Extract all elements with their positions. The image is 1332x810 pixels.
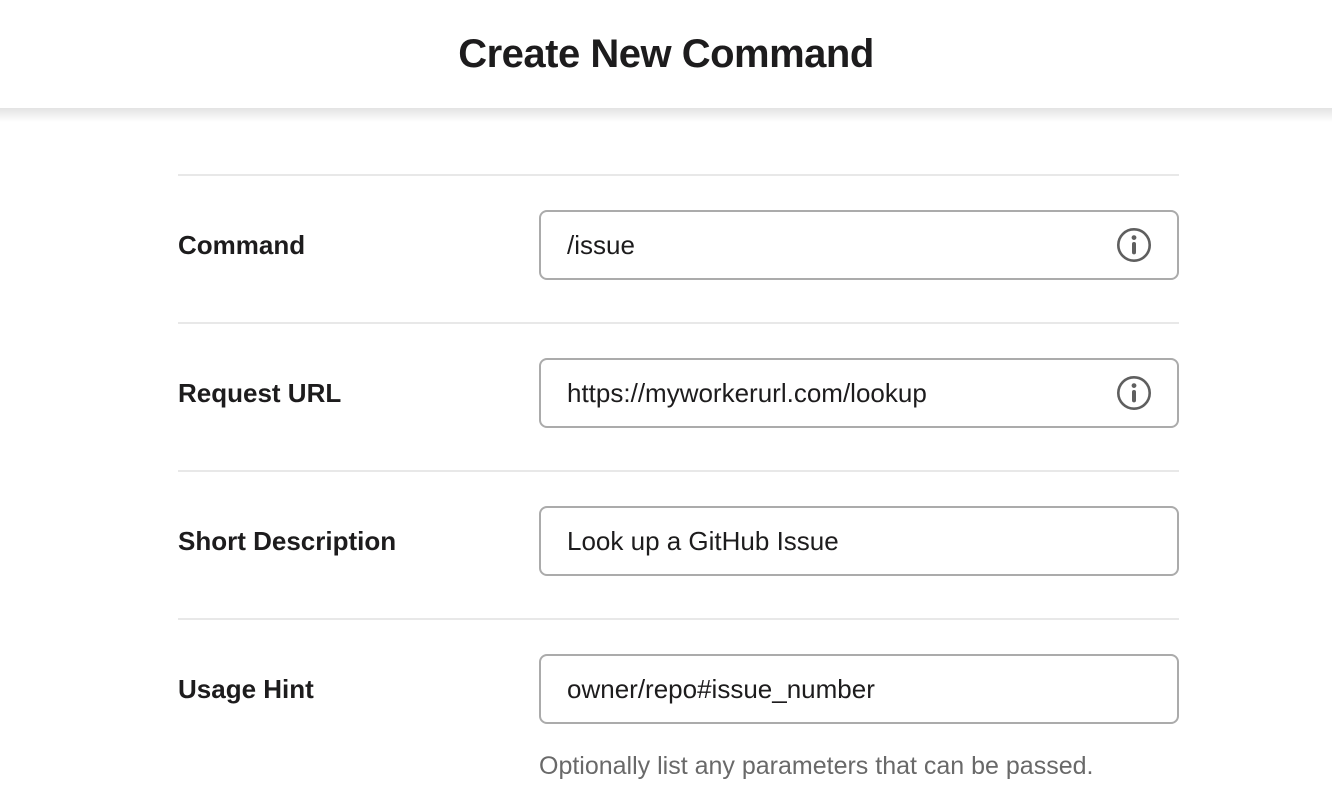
command-input[interactable] xyxy=(539,210,1179,280)
usage-hint-field-col: Optionally list any parameters that can … xyxy=(539,654,1179,781)
request-url-field-col xyxy=(539,358,1179,428)
usage-hint-input[interactable] xyxy=(539,654,1179,724)
page-header: Create New Command xyxy=(0,0,1332,122)
page-title: Create New Command xyxy=(458,31,874,76)
short-description-input[interactable] xyxy=(539,506,1179,576)
usage-hint-helper-text: Optionally list any parameters that can … xyxy=(539,752,1094,780)
request-url-input[interactable] xyxy=(539,358,1179,428)
short-description-input-wrap xyxy=(539,506,1179,576)
command-input-wrap xyxy=(539,210,1179,280)
info-icon[interactable] xyxy=(1116,375,1152,411)
command-field-col xyxy=(539,210,1179,280)
command-field-label: Command xyxy=(178,230,306,260)
form-row-short-description: Short Description xyxy=(178,470,1179,618)
short-description-field-label: Short Description xyxy=(178,526,397,556)
short-description-field-col xyxy=(539,506,1179,576)
form-row-usage-hint: Usage Hint Optionally list any parameter… xyxy=(178,618,1179,810)
usage-hint-field-label: Usage Hint xyxy=(178,674,314,704)
request-url-input-wrap xyxy=(539,358,1179,428)
usage-hint-input-wrap xyxy=(539,654,1179,724)
request-url-field-label: Request URL xyxy=(178,378,342,408)
form-row-request-url: Request URL xyxy=(178,322,1179,470)
form-row-command: Command xyxy=(178,174,1179,322)
info-icon[interactable] xyxy=(1116,227,1152,263)
create-command-form: Command Request URL xyxy=(178,174,1179,810)
